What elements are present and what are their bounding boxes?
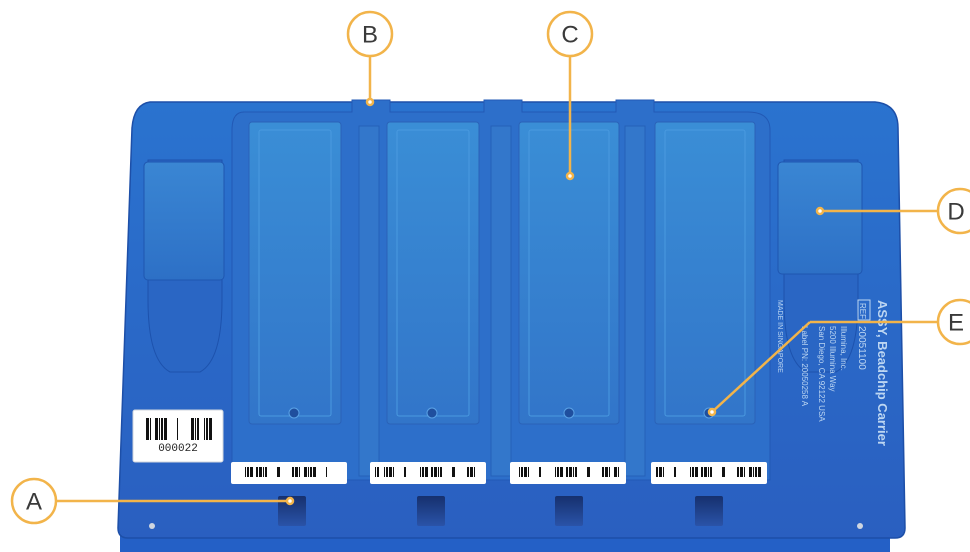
- callout-e-label: E: [948, 310, 964, 337]
- callout-b-label: B: [362, 22, 378, 49]
- made-in: MADE IN SINGAPORE: [776, 300, 783, 373]
- sample-barcode-sticker: 000022: [133, 410, 223, 462]
- beadchip-slot-4: [655, 122, 755, 424]
- release-tab: [695, 496, 723, 526]
- left-handle: [144, 160, 224, 372]
- release-tab: [417, 496, 445, 526]
- slot-hole: [289, 408, 299, 418]
- label-pn: Label PN: 20050258 A: [800, 326, 809, 407]
- company-street: 5200 Illumina Way: [828, 326, 837, 392]
- company-name: Illumina, Inc.: [839, 326, 848, 371]
- callout-a-label: A: [26, 489, 42, 516]
- slot-hole: [427, 408, 437, 418]
- ref-badge: REF: [858, 303, 867, 319]
- beadchip-slot-2: [387, 122, 479, 424]
- company-city: San Diego, CA 92122 USA: [817, 326, 826, 422]
- sample-barcode-number: 000022: [158, 443, 198, 455]
- ref-number: 20051100: [856, 326, 867, 370]
- callout-b: B: [348, 12, 392, 105]
- slot-hole: [564, 408, 574, 418]
- callout-c-label: C: [561, 22, 578, 49]
- release-tab: [555, 496, 583, 526]
- callout-d-label: D: [947, 199, 964, 226]
- beadchip-slots: [249, 122, 755, 476]
- beadchip-slot-1: [249, 122, 341, 424]
